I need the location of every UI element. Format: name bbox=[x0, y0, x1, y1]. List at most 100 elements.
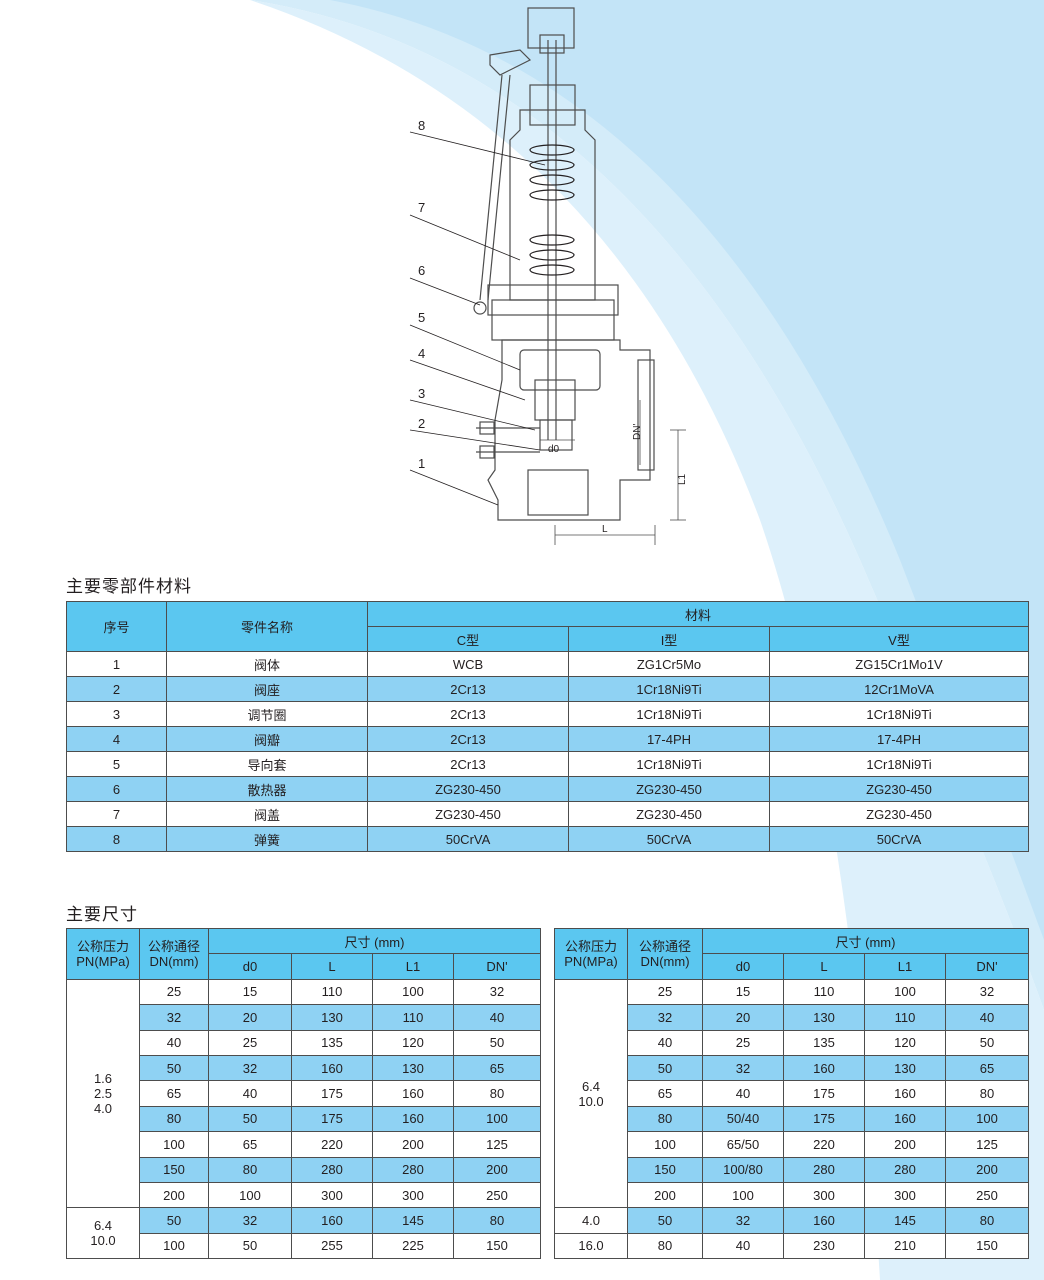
cell-dn: 200 bbox=[627, 1181, 703, 1209]
cell-l: 135 bbox=[291, 1029, 373, 1056]
header-dnp: DN' bbox=[453, 953, 541, 980]
cell-name: 弹簧 bbox=[166, 826, 368, 852]
table-row: 5 导向套 2Cr13 1Cr18Ni9Ti 1Cr18Ni9Ti bbox=[66, 751, 1030, 777]
cell-l1: 110 bbox=[372, 1004, 454, 1031]
cell-dnp: 80 bbox=[453, 1080, 541, 1107]
cell-i: 1Cr18Ni9Ti bbox=[568, 701, 770, 727]
cell-dn: 50 bbox=[139, 1207, 209, 1234]
cell-pn: 4.0 bbox=[554, 1207, 628, 1234]
cell-d0: 40 bbox=[702, 1080, 784, 1107]
cell-d0: 40 bbox=[208, 1080, 292, 1107]
cell-i: ZG1Cr5Mo bbox=[568, 651, 770, 677]
part-label: 5 bbox=[418, 310, 425, 325]
table-row: 200 100 300 300 250 bbox=[67, 1181, 541, 1209]
header-l: L bbox=[783, 953, 865, 980]
table-row: 150 100/80 280 280 200 bbox=[555, 1156, 1029, 1183]
cell-i: ZG230-450 bbox=[568, 776, 770, 802]
cell-dn: 32 bbox=[627, 1004, 703, 1031]
part-label: 2 bbox=[418, 416, 425, 431]
cell-v: 1Cr18Ni9Ti bbox=[768, 701, 1030, 727]
cell-v: 12Cr1MoVA bbox=[768, 676, 1030, 702]
cell-dnp: 100 bbox=[453, 1105, 541, 1133]
header-size: 尺寸 (mm) bbox=[702, 927, 1029, 955]
cell-i: 1Cr18Ni9Ti bbox=[568, 676, 770, 702]
cell-c: 50CrVA bbox=[367, 826, 569, 852]
cell-no: 3 bbox=[66, 701, 167, 727]
header-d0: d0 bbox=[702, 953, 784, 980]
cell-dn: 80 bbox=[139, 1105, 209, 1133]
dim-label-l1: L1 bbox=[677, 473, 688, 485]
cell-dn: 50 bbox=[139, 1054, 209, 1082]
cell-l1: 210 bbox=[864, 1232, 946, 1260]
cell-c: ZG230-450 bbox=[367, 801, 569, 827]
cell-dn: 80 bbox=[627, 1232, 703, 1260]
cell-l: 160 bbox=[291, 1054, 373, 1082]
cell-no: 2 bbox=[66, 676, 167, 702]
cell-dn: 150 bbox=[139, 1156, 209, 1183]
cell-dn: 100 bbox=[627, 1131, 703, 1158]
table-row: 40 25 135 120 50 bbox=[67, 1029, 541, 1056]
header-l1: L1 bbox=[864, 953, 946, 980]
cell-i: 17-4PH bbox=[568, 726, 770, 752]
table-row: 40 25 135 120 50 bbox=[555, 1029, 1029, 1056]
cell-pn: 6.4 10.0 bbox=[66, 1207, 140, 1260]
table-row: 150 80 280 280 200 bbox=[67, 1156, 541, 1183]
table-row: 8 弹簧 50CrVA 50CrVA 50CrVA bbox=[66, 826, 1030, 852]
cell-no: 4 bbox=[66, 726, 167, 752]
materials-title: 主要零部件材料 bbox=[66, 577, 192, 597]
materials-table: 序号 零件名称 材料 C型 I型 V型 1 阀体 WCB ZG1Cr5Mo ZG… bbox=[66, 601, 1030, 852]
cell-dnp: 50 bbox=[453, 1029, 541, 1056]
cell-l: 300 bbox=[291, 1181, 373, 1209]
cell-d0: 100 bbox=[702, 1181, 784, 1209]
cell-l1: 145 bbox=[372, 1207, 454, 1234]
cell-l: 255 bbox=[291, 1232, 373, 1260]
cell-name: 调节圈 bbox=[166, 701, 368, 727]
cell-v: 50CrVA bbox=[768, 826, 1030, 852]
cell-l1: 225 bbox=[372, 1232, 454, 1260]
cell-l1: 300 bbox=[864, 1181, 946, 1209]
table-row: 7 阀盖 ZG230-450 ZG230-450 ZG230-450 bbox=[66, 801, 1030, 827]
cell-d0: 100 bbox=[208, 1181, 292, 1209]
cell-v: ZG230-450 bbox=[768, 801, 1030, 827]
cell-c: 2Cr13 bbox=[367, 701, 569, 727]
cell-dnp: 125 bbox=[453, 1131, 541, 1158]
header-l: L bbox=[291, 953, 373, 980]
cell-name: 导向套 bbox=[166, 751, 368, 777]
cell-d0: 25 bbox=[702, 1029, 784, 1056]
cell-l: 110 bbox=[783, 978, 865, 1006]
cell-l1: 160 bbox=[372, 1105, 454, 1133]
cell-d0: 15 bbox=[208, 978, 292, 1006]
cell-l1: 100 bbox=[372, 978, 454, 1006]
cell-pn: 6.4 10.0 bbox=[554, 978, 628, 1209]
table-row: 6 散热器 ZG230-450 ZG230-450 ZG230-450 bbox=[66, 776, 1030, 802]
header-i: I型 bbox=[568, 626, 770, 652]
cell-dnp: 80 bbox=[945, 1207, 1029, 1234]
cell-d0: 65/50 bbox=[702, 1131, 784, 1158]
cell-l: 175 bbox=[291, 1080, 373, 1107]
cell-dnp: 200 bbox=[945, 1156, 1029, 1183]
cell-dnp: 80 bbox=[945, 1080, 1029, 1107]
header-size: 尺寸 (mm) bbox=[208, 927, 541, 955]
table-row: 6.4 10.0 25 15 110 100 32 bbox=[554, 978, 1029, 1209]
cell-l1: 280 bbox=[372, 1156, 454, 1183]
table-row: 50 32 160 130 65 bbox=[67, 1054, 541, 1082]
cell-pn: 16.0 bbox=[554, 1232, 628, 1260]
cell-c: 2Cr13 bbox=[367, 751, 569, 777]
cell-l1: 110 bbox=[864, 1004, 946, 1031]
cell-dnp: 65 bbox=[945, 1054, 1029, 1082]
table-row: 50 32 160 130 65 bbox=[555, 1054, 1029, 1082]
cell-dnp: 250 bbox=[945, 1181, 1029, 1209]
cell-dn: 100 bbox=[139, 1232, 209, 1260]
table-row: 4 阀瓣 2Cr13 17-4PH 17-4PH bbox=[66, 726, 1030, 752]
cell-d0: 32 bbox=[702, 1054, 784, 1082]
cell-l: 130 bbox=[783, 1004, 865, 1031]
cell-d0: 65 bbox=[208, 1131, 292, 1158]
table-row: 4.0 50 32 160 145 80 bbox=[554, 1207, 1029, 1234]
cell-name: 散热器 bbox=[166, 776, 368, 802]
cell-dn: 65 bbox=[139, 1080, 209, 1107]
cell-d0: 25 bbox=[208, 1029, 292, 1056]
cell-l1: 200 bbox=[372, 1131, 454, 1158]
cell-l1: 120 bbox=[864, 1029, 946, 1056]
cell-d0: 100/80 bbox=[702, 1156, 784, 1183]
cell-l: 280 bbox=[783, 1156, 865, 1183]
